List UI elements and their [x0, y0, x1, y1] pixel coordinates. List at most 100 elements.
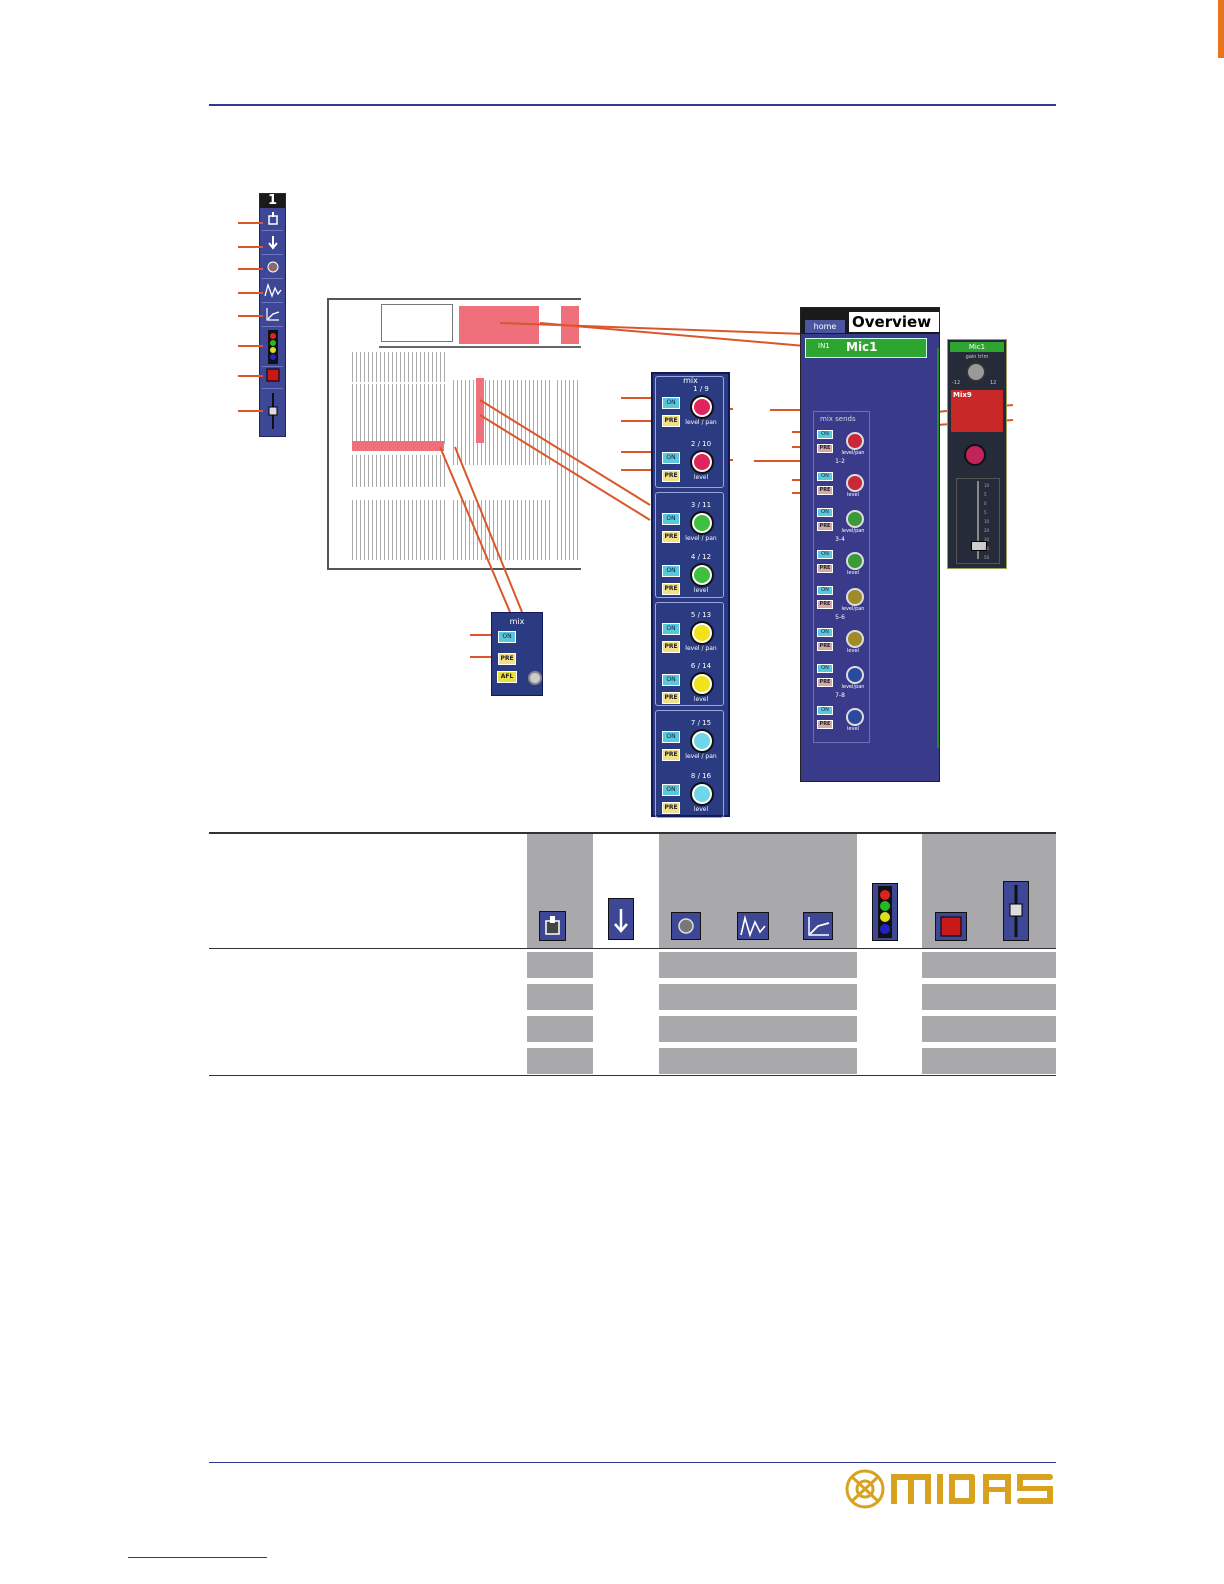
- send-knob[interactable]: [690, 450, 714, 474]
- send-pair-label: 1 / 9: [693, 385, 709, 393]
- on-button[interactable]: ON: [662, 784, 680, 796]
- midas-logo: [843, 1466, 1057, 1512]
- send-pair-label: 4 / 12: [690, 553, 712, 561]
- send-knob[interactable]: [846, 666, 864, 684]
- send-knob[interactable]: [690, 672, 714, 696]
- on-button[interactable]: ON: [817, 664, 833, 673]
- on-button[interactable]: ON: [817, 586, 833, 595]
- knob-function-label: level: [847, 726, 859, 732]
- on-button[interactable]: ON: [817, 430, 833, 439]
- pre-button[interactable]: PRE: [662, 470, 680, 482]
- on-button[interactable]: ON: [498, 631, 516, 643]
- afl-button[interactable]: AFL: [497, 671, 517, 683]
- pre-button[interactable]: PRE: [662, 415, 680, 427]
- table-cell: [659, 1016, 857, 1042]
- on-button[interactable]: ON: [817, 706, 833, 715]
- send-knob[interactable]: [846, 708, 864, 726]
- pre-button[interactable]: PRE: [817, 600, 833, 609]
- console-section: [352, 500, 447, 560]
- table-cell: [922, 952, 1056, 978]
- send-knob[interactable]: [690, 395, 714, 419]
- send-pair-label: 3-4: [835, 536, 845, 543]
- send-knob[interactable]: [690, 782, 714, 806]
- on-button[interactable]: ON: [817, 628, 833, 637]
- pre-button[interactable]: PRE: [817, 564, 833, 573]
- knob-function-label: level / pan: [685, 753, 717, 760]
- fader-scale-mark: 0: [984, 501, 987, 506]
- knob-function-label: level / pan: [685, 419, 717, 426]
- on-button[interactable]: ON: [662, 623, 680, 635]
- on-button[interactable]: ON: [662, 731, 680, 743]
- gain-max: 12: [990, 380, 997, 386]
- pre-button[interactable]: PRE: [662, 641, 680, 653]
- pre-button[interactable]: PRE: [817, 444, 833, 453]
- pre-button[interactable]: PRE: [817, 642, 833, 651]
- knob-function-label: level: [693, 696, 709, 703]
- pre-button[interactable]: PRE: [817, 486, 833, 495]
- traffic-light-icon: [262, 330, 283, 367]
- pre-button[interactable]: PRE: [662, 531, 680, 543]
- send-knob[interactable]: [846, 588, 864, 606]
- on-button[interactable]: ON: [662, 452, 680, 464]
- callout-line: [238, 375, 263, 377]
- send-knob[interactable]: [690, 729, 714, 753]
- on-button[interactable]: ON: [662, 397, 680, 409]
- table-cell: [527, 984, 593, 1010]
- panel-title: mix: [683, 376, 698, 385]
- console-meter-bridge: [379, 300, 581, 348]
- on-button[interactable]: ON: [817, 550, 833, 559]
- fader-cap[interactable]: [971, 541, 987, 551]
- on-button[interactable]: ON: [662, 513, 680, 525]
- send-knob[interactable]: [690, 563, 714, 587]
- knob-function-label: level: [693, 474, 709, 481]
- send-pair-label: 7-8: [835, 692, 845, 699]
- on-button[interactable]: ON: [817, 472, 833, 481]
- knob-function-label: level: [693, 806, 709, 813]
- channel-id: IN1: [818, 342, 830, 350]
- red-square-icon: [262, 368, 283, 389]
- send-pair-label: 1-2: [835, 458, 845, 465]
- send-knob[interactable]: [846, 552, 864, 570]
- home-tab[interactable]: home: [805, 320, 845, 333]
- send-knob[interactable]: [690, 621, 714, 645]
- on-button[interactable]: ON: [662, 674, 680, 686]
- channel-name-bar: IN1 Mic1: [805, 338, 927, 358]
- send-knob[interactable]: [846, 510, 864, 528]
- send-knob[interactable]: [846, 432, 864, 450]
- pre-button[interactable]: PRE: [662, 749, 680, 761]
- pre-button[interactable]: PRE: [817, 720, 833, 729]
- traffic-light-icon: [872, 883, 898, 941]
- table-header-rule: [209, 948, 1056, 949]
- table-cell: [659, 1048, 857, 1074]
- dot-icon: [671, 912, 701, 940]
- knob-function-label: level / pan: [685, 645, 717, 652]
- overview-title: Overview: [849, 312, 939, 332]
- pre-button[interactable]: PRE: [662, 692, 680, 704]
- table-cell: [922, 1016, 1056, 1042]
- callout-line: [238, 268, 263, 270]
- send-knob[interactable]: [846, 474, 864, 492]
- send-knob[interactable]: [846, 630, 864, 648]
- pre-button[interactable]: PRE: [817, 522, 833, 531]
- fader-scale-mark: 5: [984, 492, 987, 497]
- input-patch-icon: [539, 911, 566, 941]
- pre-button[interactable]: PRE: [817, 678, 833, 687]
- eq-curve-icon: [737, 912, 769, 940]
- gain-min: -12: [952, 380, 961, 386]
- console-highlight-screen: [459, 306, 539, 344]
- pre-button[interactable]: PRE: [662, 802, 680, 814]
- on-button[interactable]: ON: [817, 508, 833, 517]
- send-knob[interactable]: [690, 511, 714, 535]
- table-cell: [527, 1016, 593, 1042]
- pre-button[interactable]: PRE: [662, 583, 680, 595]
- console-section: [352, 352, 447, 382]
- send-level-knob[interactable]: [964, 444, 986, 466]
- console-section: [352, 384, 447, 444]
- pre-button[interactable]: PRE: [498, 653, 516, 665]
- gain-knob[interactable]: [966, 362, 986, 382]
- console-screen-outline: [381, 304, 453, 342]
- on-button[interactable]: ON: [662, 565, 680, 577]
